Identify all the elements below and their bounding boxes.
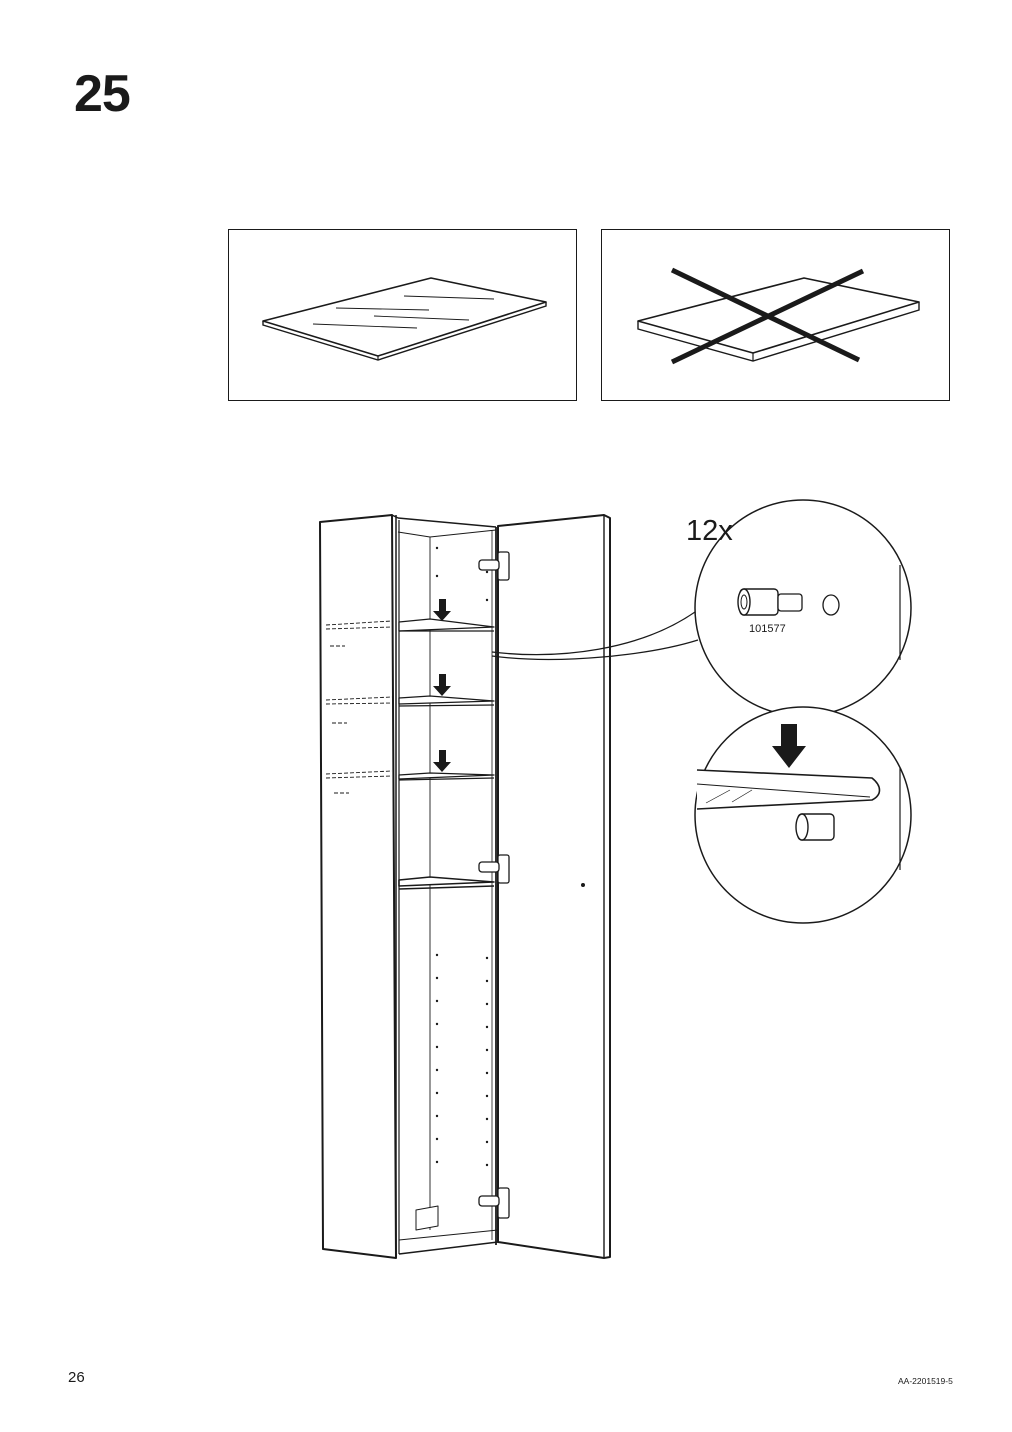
document-code: AA-2201519-5 [898, 1376, 953, 1386]
step-number: 25 [74, 65, 131, 123]
quantity-label: 12x [686, 515, 733, 547]
page-number: 26 [68, 1369, 85, 1386]
part-number-label: 101577 [749, 623, 786, 635]
correct-orientation-panel [228, 229, 577, 401]
glass-shelf-correct-icon [262, 277, 547, 361]
arrow-down-icon [433, 599, 806, 772]
glass-shelf-wrong-icon [637, 267, 920, 365]
incorrect-orientation-panel [601, 229, 950, 401]
